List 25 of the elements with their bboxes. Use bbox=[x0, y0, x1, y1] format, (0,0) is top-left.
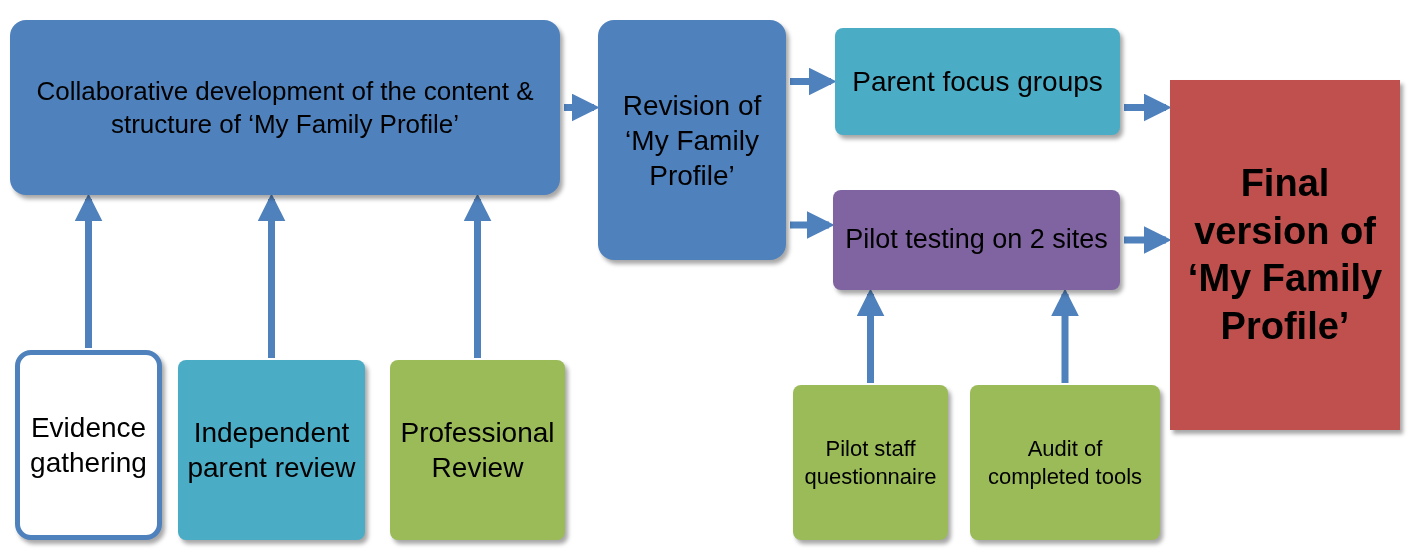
box-label: Revision of ‘My Family Profile’ bbox=[621, 88, 763, 193]
box-label: Pilot staff questionnaire bbox=[803, 435, 938, 490]
box-label: Final version of ‘My Family Profile’ bbox=[1186, 161, 1384, 349]
arrow bbox=[856, 288, 885, 383]
box-label: Independent parent review bbox=[186, 416, 357, 485]
process-box bbox=[793, 385, 948, 540]
arrow bbox=[257, 193, 286, 358]
process-box bbox=[833, 190, 1120, 290]
process-box bbox=[10, 20, 560, 195]
process-box bbox=[835, 28, 1120, 135]
box-label: Evidence gathering bbox=[29, 411, 148, 480]
box-label: Parent focus groups bbox=[852, 65, 1103, 99]
arrow bbox=[463, 193, 492, 358]
box-label: Pilot testing on 2 sites bbox=[845, 223, 1108, 257]
process-box bbox=[390, 360, 565, 540]
arrow bbox=[1051, 288, 1079, 383]
process-box bbox=[15, 350, 162, 540]
box-label: Professional Review bbox=[399, 416, 556, 485]
process-box bbox=[1170, 80, 1400, 430]
box-label: Collaborative development of the content & structure of ‘My Family Profile’ bbox=[35, 75, 535, 140]
arrow bbox=[74, 193, 103, 348]
process-box bbox=[598, 20, 786, 260]
box-label: Audit of completed tools bbox=[986, 435, 1144, 490]
process-box bbox=[178, 360, 365, 540]
process-box bbox=[970, 385, 1160, 540]
